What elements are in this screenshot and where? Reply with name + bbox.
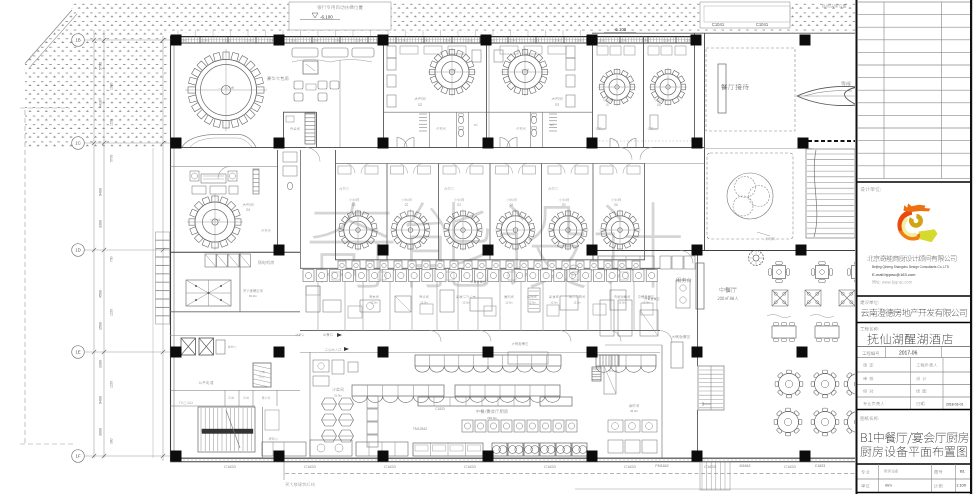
svg-text:1150: 1150 [110,119,114,126]
svg-text:1500: 1500 [99,322,103,330]
svg-text:9400: 9400 [99,188,103,196]
svg-text:31.9m: 31.9m [334,394,342,398]
svg-text:12.3m: 12.3m [370,301,377,305]
svg-text:4410: 4410 [99,100,103,108]
svg-text:C1041: C1041 [756,22,769,27]
svg-text:C1833: C1833 [624,464,637,469]
svg-text:1D: 1D [75,248,81,253]
svg-text:TM12842: TM12842 [413,427,427,431]
svg-text:B1: B1 [960,469,966,474]
svg-text:-6.100: -6.100 [320,15,333,20]
svg-text:5700: 5700 [110,154,114,162]
svg-text:12.3m: 12.3m [420,301,427,305]
svg-text:1E: 1E [75,350,80,355]
svg-text:238.9m: 238.9m [487,416,498,420]
svg-text:mm: mm [885,483,892,488]
svg-text:M1842: M1842 [740,464,751,468]
svg-text:C1833: C1833 [224,464,237,469]
svg-text:C1833: C1833 [815,464,826,468]
svg-text:1980: 1980 [110,82,114,90]
svg-text:FM1842: FM1842 [655,464,668,468]
svg-text:1:100: 1:100 [956,483,967,488]
svg-text:12.3m: 12.3m [618,301,625,305]
svg-text:3000: 3000 [99,428,103,436]
svg-text:1150: 1150 [110,309,114,316]
svg-text:360: 360 [110,438,114,444]
svg-text:12.3m: 12.3m [462,301,469,305]
svg-text:1B: 1B [75,38,80,43]
svg-text:1150: 1150 [110,381,114,388]
svg-text:3300: 3300 [99,220,103,228]
svg-text:Beijing Qineng Shangchu Design: Beijing Qineng Shangchu Design Consultan… [872,265,950,269]
svg-text:C1041: C1041 [712,22,725,27]
svg-text:C1833: C1833 [784,464,797,469]
svg-text:81.0m: 81.0m [249,294,257,298]
svg-text:700: 700 [110,256,114,262]
svg-text:3300: 3300 [99,360,103,368]
svg-text:2018-03-01: 2018-03-01 [946,402,963,406]
svg-text:C1833: C1833 [384,464,397,469]
svg-text:-6.100: -6.100 [614,27,627,32]
svg-text:2017-06: 2017-06 [899,351,918,357]
svg-text:4500: 4500 [99,290,103,298]
svg-text:12.3m: 12.3m [528,301,535,305]
svg-text:1: 1 [201,429,203,433]
svg-text:5700: 5700 [99,62,103,70]
svg-text:E-mail:bjqnsc@163.com: E-mail:bjqnsc@163.com [872,272,916,277]
svg-text:12.3m: 12.3m [550,301,557,305]
svg-text:C1833: C1833 [704,464,717,469]
svg-text:45.3m: 45.3m [630,409,638,413]
svg-text:12.3m: 12.3m [642,301,649,305]
svg-text:C1833: C1833 [304,464,317,469]
svg-text:C1833: C1833 [544,464,557,469]
svg-text:9400: 9400 [99,396,103,404]
svg-text:C1833: C1833 [464,464,477,469]
svg-text:1C: 1C [75,141,81,146]
svg-text:1F: 1F [75,454,80,459]
svg-text:12.3m: 12.3m [573,301,580,305]
svg-text:12.3m: 12.3m [505,301,512,305]
svg-text:C1833: C1833 [435,407,445,411]
